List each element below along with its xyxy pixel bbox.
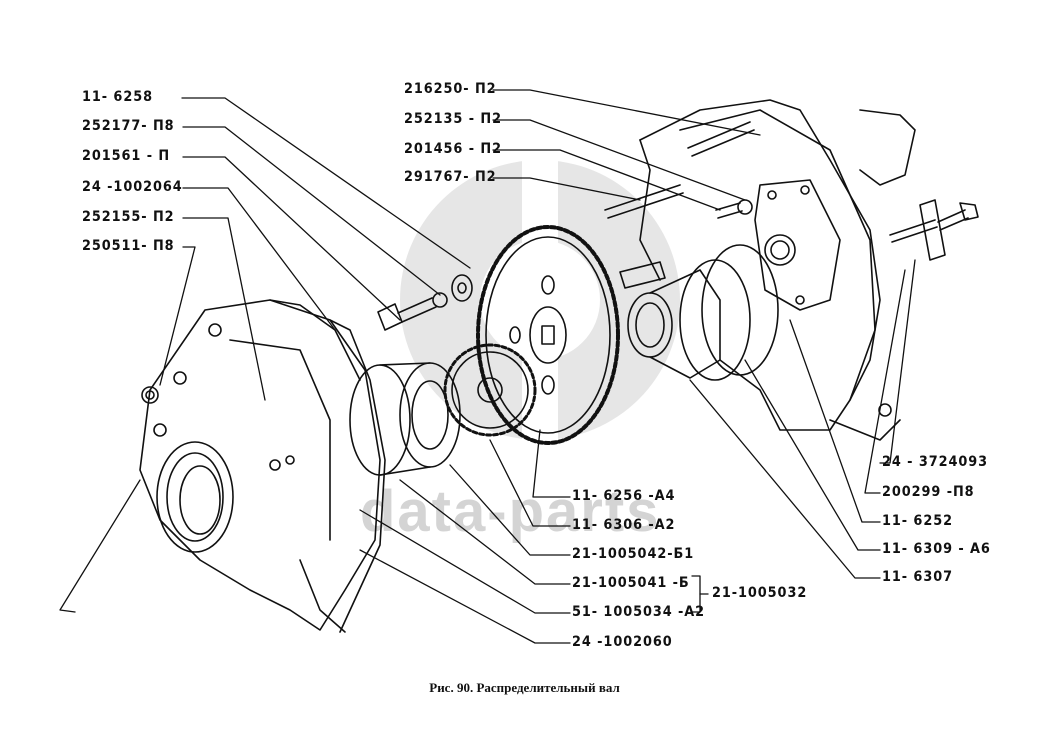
watermark-text: data-parts [360,479,661,544]
part-label-291767-p2: 291767- П2 [404,169,497,185]
part-label-252155-p2: 252155- П2 [82,209,175,225]
part-label-21-1005041-b: 21-1005041 -Б [572,575,690,591]
part-label-24-1002060: 24 -1002060 [572,634,673,650]
part-label-200299-p8: 200299 -П8 [882,484,975,500]
engine-block [639,99,916,441]
part-label-201561-p: 201561 - П [82,148,171,164]
hub-and-seal [349,362,461,476]
part-label-24-1002064: 24 -1002064 [82,179,183,195]
part-label-201456-p2: 201456 - П2 [404,141,502,157]
leader-lines [59,89,916,644]
small-gear [443,343,537,437]
part-label-21-1005042-b1: 21-1005042-Б1 [572,546,695,562]
part-label-11-6256-a4: 11- 6256 -А4 [572,488,676,504]
part-label-216250-p2: 216250- П2 [404,81,497,97]
timing-cover [139,299,386,633]
bolt-201456 [715,199,753,219]
camshaft-gear [476,225,620,445]
studs [604,121,979,261]
part-label-11-6252: 11- 6252 [882,513,953,529]
thrust-flange [619,244,779,381]
bolt-252177 [377,274,473,331]
part-label-250511-p8: 250511- П8 [82,238,175,254]
part-label-252177-p8: 252177- П8 [82,118,175,134]
part-label-11-6307: 11- 6307 [882,569,953,585]
figure-caption: Рис. 90. Распределительный вал [429,680,620,695]
part-label-11-6309-a6: 11- 6309 - А6 [882,541,991,557]
part-label-11-6258: 11- 6258 [82,89,153,105]
part-label-252135-p2: 252135 - П2 [404,111,502,127]
group-label-21-1005032: 21-1005032 [712,585,808,601]
part-label-11-6306-a2: 11- 6306 -А2 [572,517,676,533]
part-label-24-3724093: 24 - 3724093 [882,454,989,470]
part-label-51-1005034-a2: 51- 1005034 -А2 [572,604,706,620]
nut-250511 [141,386,159,404]
